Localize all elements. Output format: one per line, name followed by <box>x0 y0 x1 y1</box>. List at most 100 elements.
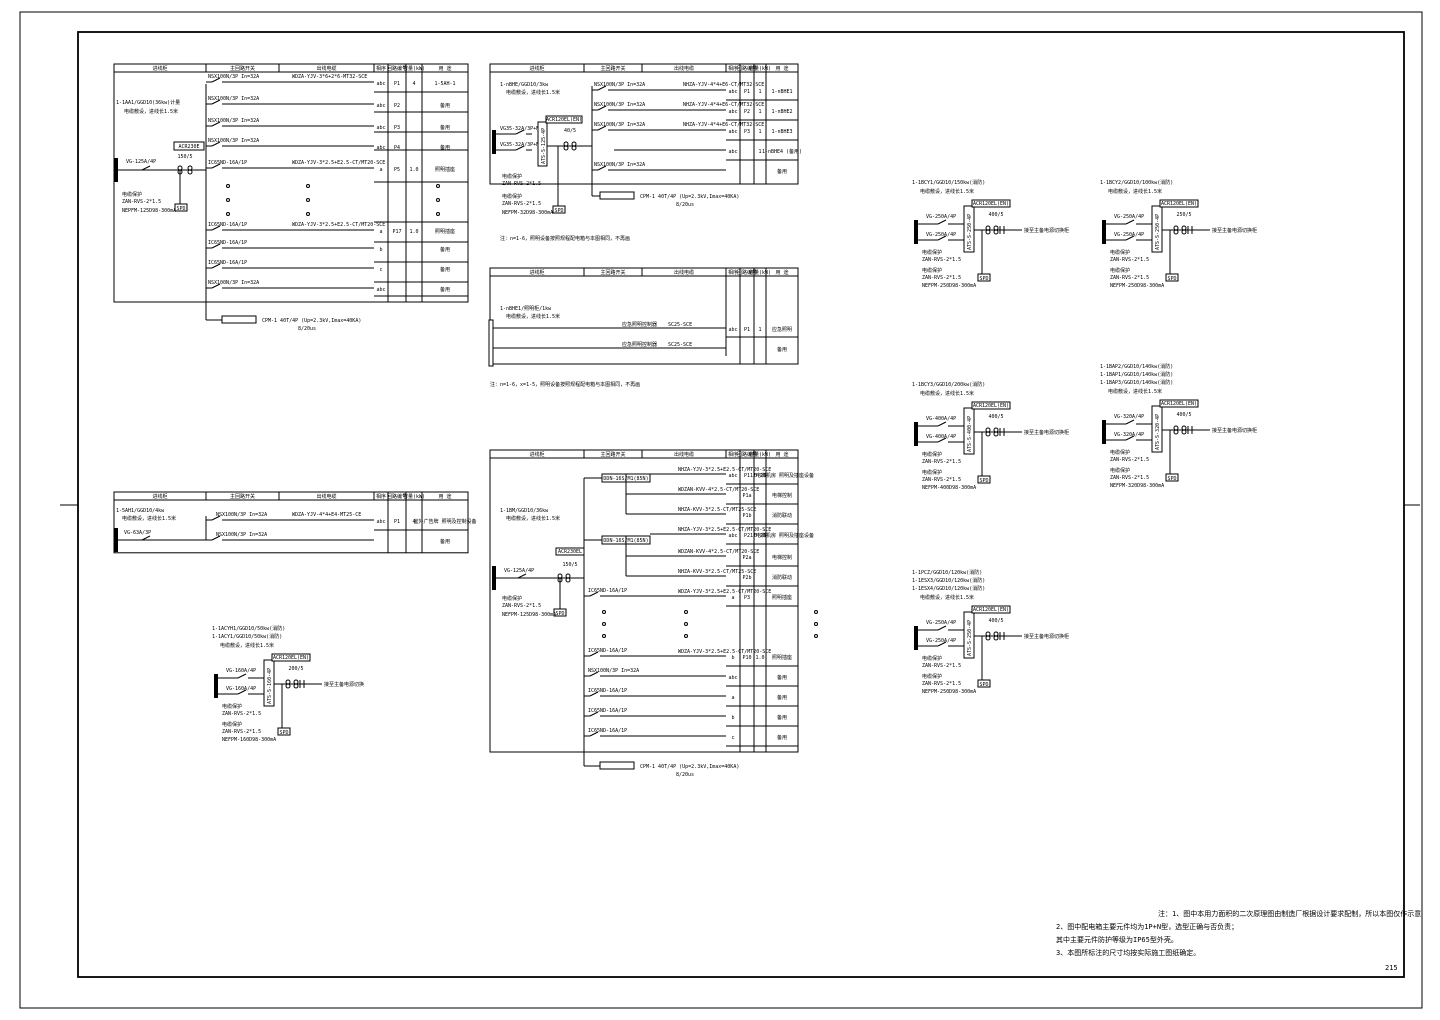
unit-label-1: 1-1PCZ/GGD10/120kw(消防) <box>912 569 982 576</box>
main-breaker-label: VG-63A/3P <box>124 530 151 536</box>
ellipsis-dot <box>602 634 606 638</box>
ct-symbol <box>985 229 991 235</box>
panel-d: 进线柜主回路开关出线电缆相序回路编号容量(kW)用 途NSX100N/3P In… <box>489 63 802 242</box>
cable-note: NEFPM-125D98-300mA <box>502 612 556 618</box>
phase-cell: abc <box>728 533 737 539</box>
cable-label: SC25-SCE <box>668 322 692 328</box>
breaker-blade <box>211 283 221 289</box>
breaker-2-label: VG35-32A/3P+N <box>500 142 539 148</box>
breaker-blade <box>589 591 599 597</box>
kw-cell: 1.0 <box>409 229 418 235</box>
cable-note: NEFPM-250D98-300mA <box>922 689 976 695</box>
cable-label: NHZA-YJV-3*2.5+E2.5-CT/MT20-SCE <box>678 527 771 533</box>
meter-label: ACR120EL(EN) <box>973 607 1009 613</box>
note-line-1: 注：1、图中本用力面积的二次原理图由制造厂根据设计要求配制，所以本图仅作示意 <box>1158 909 1421 918</box>
table-header-cell: 相序 <box>376 493 386 500</box>
unit-sub: 电缆敷设，进线长1.5米 <box>1108 388 1162 395</box>
cable-note: 电缆保护 <box>922 655 942 662</box>
output-label: 接至主备电源切换 <box>324 681 364 688</box>
ct-symbol <box>985 225 991 231</box>
unit-label-1: 1-1BCY2/GGD10/100kw(消防) <box>1100 179 1173 186</box>
cable-label: NHZA-YJV-3*2.5+E2.5-CT/MT20-SCE <box>678 467 771 473</box>
loop-cell: P2a <box>742 555 751 561</box>
ellipsis-dot <box>436 184 440 188</box>
breaker-blade <box>589 651 599 657</box>
cable-note: 电缆保护 <box>502 173 522 180</box>
use-cell: 1F电梯机房 照明及插座设备 <box>750 532 814 539</box>
ct-symbol <box>563 141 569 147</box>
ellipsis-dot <box>436 212 440 216</box>
unit-label: 1-nBHE/GGD10/3kw <box>500 82 549 88</box>
ct-symbol <box>985 635 991 641</box>
cable-label: WDZA-YJV-3*2.5+E2.5-CT/MT20-SCE <box>292 160 385 166</box>
table-header-cell: 回路编号 <box>387 65 407 72</box>
cable-note: NEFPM-160D98-300mA <box>222 737 276 743</box>
breaker-1-label: VG-160A/4P <box>226 668 256 674</box>
use-cell: 备用 <box>440 246 450 253</box>
ct-symbol <box>985 431 991 437</box>
cable-note: 电缆保护 <box>922 673 942 680</box>
cable-label: WDZA-YJV-3*2.5+E2.5-CT/MT20-SCE <box>678 589 771 595</box>
use-cell: 室外广告牌 照明及控制设备 <box>413 518 476 525</box>
breaker-blade <box>211 77 221 83</box>
table-header-cell: 进线柜 <box>529 269 544 276</box>
phase-cell: abc <box>376 519 385 525</box>
use-cell: 1-5AH-1 <box>434 81 455 87</box>
main-breaker-label: VG-125A/4P <box>126 159 156 165</box>
ct-symbol <box>1181 229 1187 235</box>
ats-switch <box>537 121 548 167</box>
unit-sub: 电缆敷设，进线长1.5米 <box>506 89 560 96</box>
meter-box <box>545 115 583 124</box>
phase-cell: abc <box>376 103 385 109</box>
cable-note: 电缆保护 <box>922 451 942 458</box>
breaker-label: NSX100N/3P In=32A <box>208 280 259 286</box>
breaker-blade <box>1125 435 1135 441</box>
source-bus <box>914 422 918 446</box>
ct-symbol <box>293 683 299 689</box>
ct-symbol <box>557 573 563 579</box>
use-cell: 1-nBHE3 <box>771 129 792 135</box>
source-bus <box>1102 220 1106 244</box>
unit-label-2: 1-1ESX3/GGD10/120kw(消防) <box>912 577 985 584</box>
unit-sub: 电缆敷设，进线长1.5米 <box>920 188 974 195</box>
spd-label: SPD <box>555 611 564 617</box>
table-header-cell: 用 途 <box>775 269 788 276</box>
phase-cell: abc <box>376 81 385 87</box>
ats-unit-5: 1-1PCZ/GGD10/120kw(消防)1-1ESX3/GGD10/120k… <box>912 569 1069 695</box>
cable-note: ZAN-RVS-2*1.5 <box>222 729 261 735</box>
breaker-blade <box>937 235 947 241</box>
use-cell: 消防联动 <box>772 574 792 581</box>
table-header-cell: 用 途 <box>775 65 788 72</box>
ct-symbol <box>993 631 999 637</box>
breaker-2-label: VG-160A/4P <box>226 686 256 692</box>
breaker-blade <box>1125 235 1135 241</box>
kw-cell: 4 <box>412 519 415 525</box>
table-header-cell: 进线柜 <box>529 451 544 458</box>
note-line-4: 3、本图所标注的尺寸均按实际施工图纸确定。 <box>1056 948 1200 957</box>
ellipsis-dot <box>226 198 230 202</box>
spd-label: SPD <box>979 682 988 688</box>
breaker-label: IC65ND-16A/1P <box>588 588 627 594</box>
ct-symbol <box>1181 429 1187 435</box>
table-header-cell: 主回路开关 <box>600 269 625 276</box>
kw-cell: 1.0 <box>755 655 764 661</box>
breaker-blade <box>515 129 525 135</box>
loop-cell: P1 <box>394 81 400 87</box>
table-frame <box>113 63 469 303</box>
cable-note: ZAN-RVS-2*1.5 <box>502 201 541 207</box>
use-cell: 备用 <box>440 266 450 273</box>
ats-switch <box>963 407 975 455</box>
table-header-cell: 主回路开关 <box>230 493 255 500</box>
ats-switch <box>1151 405 1163 453</box>
cable-note: 电缆保护 <box>1110 249 1130 256</box>
incoming-label: 1-5AH1/GGD10/4kw <box>116 508 165 514</box>
cable-label: WDZA-YJV-4*4+E4-MT25-CE <box>292 512 361 518</box>
loop-cell: P2 <box>744 533 750 539</box>
ct-symbol <box>187 165 193 171</box>
cable-note: 电缆保护 <box>922 249 942 256</box>
phase-cell: a <box>379 167 382 173</box>
source-bus <box>114 158 118 182</box>
cable-note: 电缆保护 <box>922 469 942 476</box>
ats-unit-2: 1-1BCY2/GGD10/100kw(消防)电缆敷设，进线长1.5米VG-25… <box>1100 179 1257 289</box>
ellipsis-dot <box>306 184 310 188</box>
